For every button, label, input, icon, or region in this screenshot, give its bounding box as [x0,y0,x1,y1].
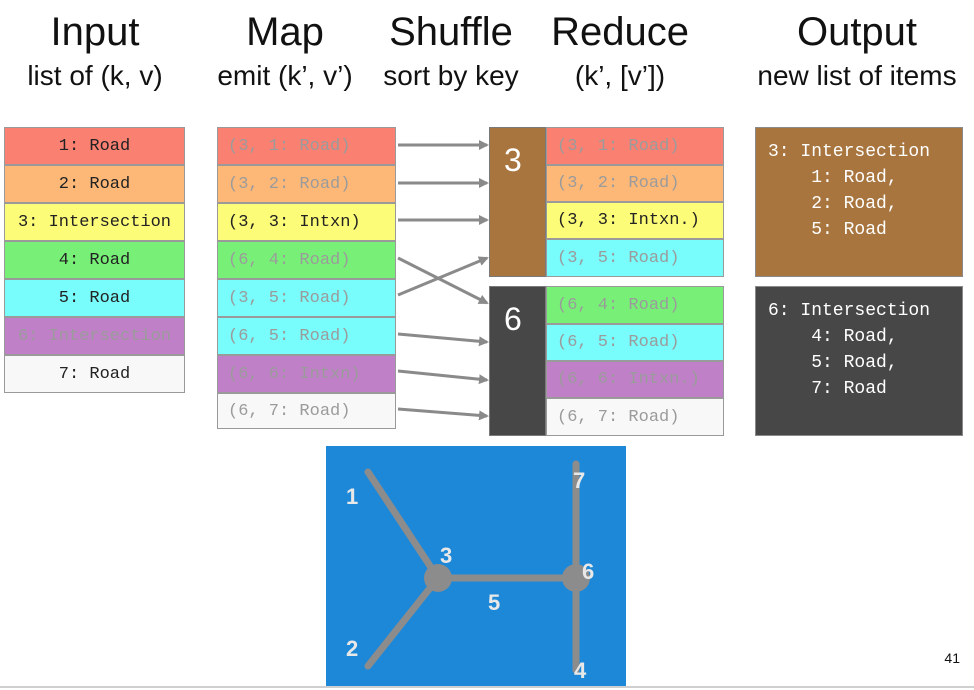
intersection-6 [562,564,590,592]
map-title: Map [246,10,324,54]
output-line: 5: Road, [768,353,898,373]
output-line: 4: Road, [768,327,898,347]
road-1 [364,468,442,582]
shuffle-subtitle: sort by key [383,60,519,91]
shuffle-arrow [397,256,489,305]
reduce-item: (6, 7: Road) [546,398,724,436]
input-header: Input list of (k, v) [0,10,190,92]
output-line: 1: Road, [768,168,898,188]
reduce-item: (3, 3: Intxn.) [546,202,724,239]
bottom-divider [0,686,974,688]
reduce-item: (6, 4: Road) [546,286,724,324]
input-title: Input [50,10,140,54]
map-header: Map emit (k’, v’) [200,10,370,92]
output-box-3: 3: Intersection 1: Road, 2: Road, 5: Roa… [755,127,963,277]
map-item: (3, 5: Road) [217,279,396,317]
label-7: 7 [573,468,585,493]
output-line: 2: Road, [768,194,898,214]
shuffle-arrow [397,332,489,347]
map-item: (3, 2: Road) [217,165,396,203]
output-line: 5: Road [768,220,887,240]
page-number: 41 [944,650,960,666]
input-item: 4: Road [4,241,185,279]
shuffle-header: Shuffle sort by key [370,10,532,92]
input-item: 2: Road [4,165,185,203]
road-network-map: 1 2 3 5 6 7 4 [326,446,626,686]
output-line: 6: Intersection [768,301,931,321]
output-title: Output [796,10,918,54]
output-line: 3: Intersection [768,142,931,162]
reduce-item: (3, 2: Road) [546,165,724,202]
shuffle-title: Shuffle [389,10,513,54]
reduce-key-6: 6 [489,286,546,436]
label-5: 5 [488,590,500,615]
output-subtitle: new list of items [757,60,957,91]
reduce-item: (6, 5: Road) [546,324,724,361]
shuffle-arrow [397,369,489,385]
input-item: 5: Road [4,279,185,317]
map-item: (6, 6: Intxn) [217,355,396,393]
map-item: (3, 1: Road) [217,127,396,165]
reduce-key-3: 3 [489,127,546,277]
reduce-item: (3, 5: Road) [546,239,724,277]
map-item: (3, 3: Intxn) [217,203,396,241]
shuffle-arrow [397,407,489,421]
label-1: 1 [346,484,358,509]
road-2 [364,574,442,670]
input-subtitle: list of (k, v) [27,60,163,91]
input-item: 7: Road [4,355,185,393]
label-6: 6 [582,559,594,584]
map-subtitle: emit (k’, v’) [217,60,353,91]
reduce-title: Reduce [551,10,689,54]
input-item: 3: Intersection [4,203,185,241]
reduce-subtitle: (k’, [v’]) [574,60,666,91]
map-item: (6, 5: Road) [217,317,396,355]
label-3: 3 [440,543,452,568]
output-box-6: 6: Intersection 4: Road, 5: Road, 7: Roa… [755,286,963,436]
reduce-item: (3, 1: Road) [546,127,724,165]
intersection-3 [424,564,452,592]
reduce-header: Reduce (k’, [v’]) [540,10,700,92]
input-item: 6: Intersection [4,317,185,355]
output-line: 7: Road [768,379,887,399]
label-2: 2 [346,636,358,661]
map-item: (6, 4: Road) [217,241,396,279]
output-header: Output new list of items [740,10,974,92]
reduce-item: (6, 6: Intxn.) [546,361,724,398]
shuffle-arrow [397,256,489,297]
input-item: 1: Road [4,127,185,165]
label-4: 4 [574,658,587,683]
map-item: (6, 7: Road) [217,393,396,429]
